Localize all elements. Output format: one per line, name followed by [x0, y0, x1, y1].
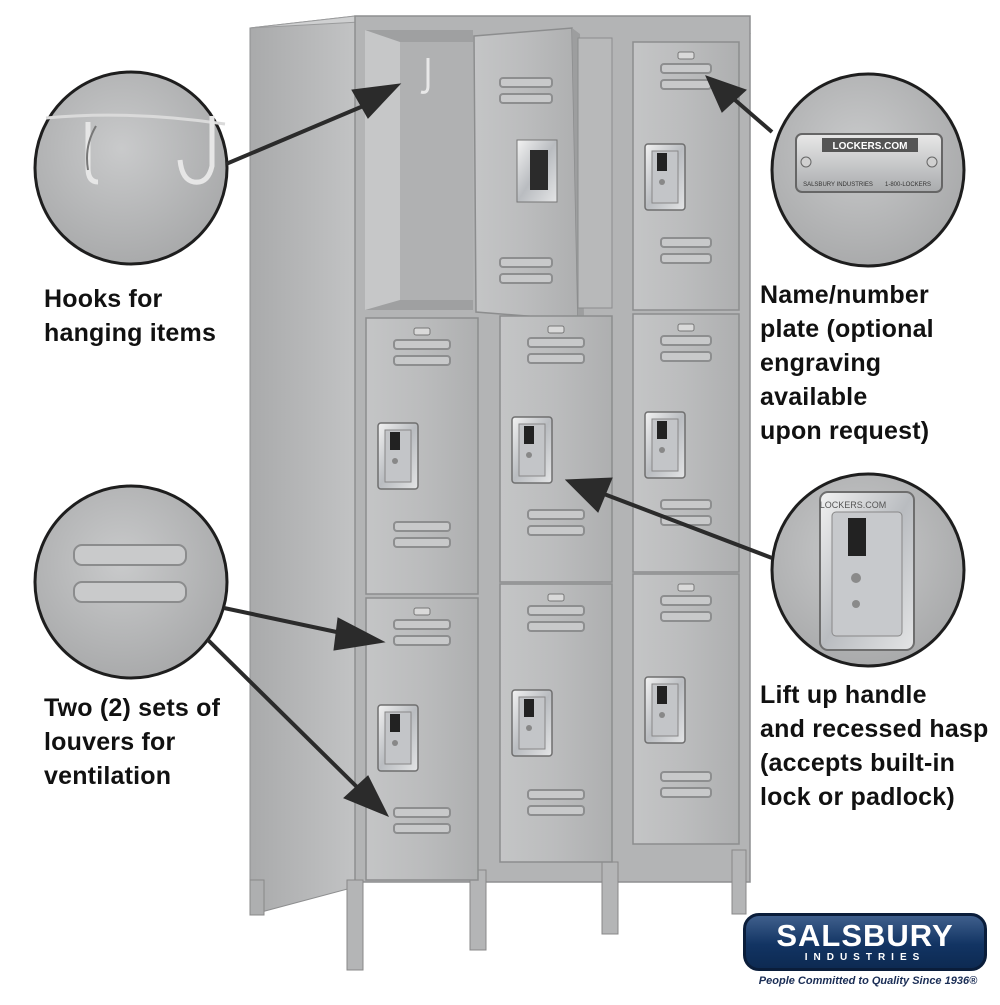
locker-leg — [469, 869, 487, 951]
louver-group — [499, 77, 553, 284]
callout-hooks — [33, 70, 229, 266]
callout-louvers — [33, 484, 229, 680]
door-latch — [524, 426, 534, 444]
door-number-plate — [547, 593, 565, 602]
hasp-brand-text: LOCKERS.COM — [820, 500, 887, 510]
caption-louvers: Two (2) sets of louvers for ventilation — [44, 694, 221, 790]
plate-phone-text: 1-800-LOCKERS — [885, 182, 931, 188]
arrow-louvers-lower-line — [206, 638, 362, 792]
caption-name-plate: Name/number plate (optional engraving av… — [760, 281, 934, 445]
louver — [660, 63, 712, 74]
logo-subtitle: INDUSTRIES — [804, 952, 926, 963]
louver — [393, 619, 451, 630]
arrow-louvers-upper-head — [333, 617, 386, 651]
brand-tagline: People Committed to Quality Since 1936® — [758, 975, 978, 987]
locker-side-panel — [249, 15, 356, 916]
louver — [660, 787, 712, 798]
callout-arrows — [206, 75, 774, 817]
compartment-wall — [365, 30, 400, 310]
plate-brand-text: LOCKERS.COM — [833, 141, 908, 152]
locker-leg — [731, 849, 747, 915]
arrow-louvers-lower-head — [343, 775, 390, 817]
door-latch — [390, 432, 400, 450]
hasp-hole — [851, 573, 861, 583]
louver — [527, 789, 585, 800]
door-latch — [657, 153, 667, 171]
louver — [527, 353, 585, 364]
door-number-plate — [413, 327, 431, 336]
louver — [660, 351, 712, 362]
door-hasp-hole — [659, 179, 665, 185]
arrow-plate-line — [733, 98, 774, 134]
louver — [393, 339, 451, 350]
louver — [660, 611, 712, 622]
door-number-plate — [677, 51, 695, 60]
locker-door — [577, 37, 613, 309]
door-number-plate — [413, 607, 431, 616]
louver — [660, 499, 712, 510]
locker-leg — [346, 879, 364, 971]
louver — [660, 595, 712, 606]
louver — [660, 771, 712, 782]
louver-icon — [73, 544, 187, 566]
door-number-plate — [677, 323, 695, 332]
screw-icon — [926, 156, 938, 168]
screw-icon — [800, 156, 812, 168]
door-hasp-inner — [651, 418, 679, 472]
door-number-plate — [547, 325, 565, 334]
compartment-back — [400, 42, 473, 300]
louver — [393, 635, 451, 646]
arrow-plate-head — [705, 75, 747, 113]
louver — [660, 79, 712, 90]
arrow-louvers-upper-line — [223, 606, 347, 636]
louver — [527, 337, 585, 348]
door-hasp-hole — [526, 452, 532, 458]
brand-logo: SALSBURY INDUSTRIES — [743, 913, 987, 971]
hasp-hole — [852, 600, 860, 608]
arrow-handle-line — [603, 492, 773, 560]
door-latch — [524, 699, 534, 717]
callout-handle: LOCKERS.COM — [770, 472, 966, 668]
door-hasp-hole — [659, 712, 665, 718]
door-hasp-hole — [392, 458, 398, 464]
louver — [527, 621, 585, 632]
louver — [393, 537, 451, 548]
door-latch — [390, 714, 400, 732]
plate-maker-text: SALSBURY INDUSTRIES — [803, 182, 873, 188]
louver — [527, 605, 585, 616]
caption-handle: Lift up handle and recessed hasp (accept… — [760, 681, 989, 811]
door-hasp-hole — [659, 447, 665, 453]
locker-leg — [601, 861, 619, 935]
caption-hooks: Hooks for hanging items — [44, 285, 217, 347]
hook-icon — [420, 58, 430, 94]
louver — [393, 355, 451, 366]
arrow-hooks-head — [351, 83, 402, 119]
hasp-latch — [848, 518, 866, 556]
louver — [660, 335, 712, 346]
door-number-plate — [677, 583, 695, 592]
door-hasp-hole — [526, 725, 532, 731]
door-hasp-hole — [392, 740, 398, 746]
louver — [393, 823, 451, 834]
logo-name: SALSBURY — [776, 918, 954, 953]
louver — [527, 509, 585, 520]
louver — [393, 807, 451, 818]
door-hasp-inner — [518, 423, 546, 477]
open-door-latch — [530, 150, 548, 190]
locker-leg — [249, 879, 265, 916]
louver-icon — [73, 581, 187, 603]
louver — [660, 237, 712, 248]
louver — [527, 805, 585, 816]
louver — [660, 253, 712, 264]
callout-plate: LOCKERS.COM SALSBURY INDUSTRIES 1-800-LO… — [770, 72, 966, 268]
hook-icon — [177, 116, 215, 185]
louver — [393, 521, 451, 532]
arrow-handle-head — [564, 477, 613, 513]
door-latch — [657, 421, 667, 439]
door-latch — [657, 686, 667, 704]
arrow-hooks-line — [225, 102, 369, 166]
louver — [527, 525, 585, 536]
